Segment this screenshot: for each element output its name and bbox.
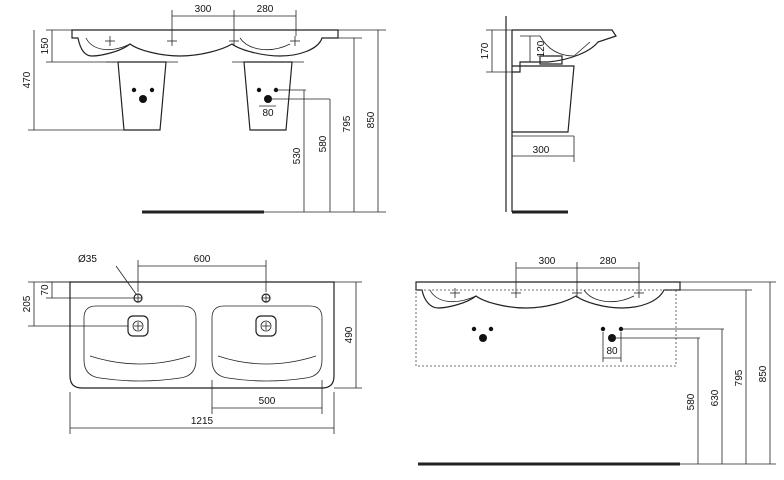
bowl-curve-left [85, 37, 131, 51]
bowl-curve-right [239, 37, 291, 51]
dim-470: 470 [22, 71, 33, 88]
dim-300: 300 [195, 4, 212, 15]
dim2-795: 795 [734, 369, 745, 386]
dim-150: 150 [40, 37, 51, 54]
basin-outline [71, 29, 339, 57]
plan-view: Ø35 600 70 205 490 500 1215 [22, 254, 362, 434]
dim2-80: 80 [606, 346, 618, 357]
front-elevation-bottom: 300 280 80 580 630 795 850 [415, 256, 776, 466]
dim-795: 795 [342, 115, 353, 132]
dim2-850: 850 [758, 365, 769, 382]
tap-markers [105, 36, 300, 46]
dim-diameter: Ø35 [78, 254, 97, 265]
bowl-left [83, 305, 197, 382]
dim-850: 850 [366, 111, 377, 128]
dim-205: 205 [22, 295, 33, 312]
dim-490: 490 [344, 326, 355, 343]
vanity-cabinet [415, 289, 677, 367]
dim-80: 80 [262, 108, 274, 119]
dim-1215: 1215 [191, 416, 214, 427]
dim-280: 280 [257, 4, 274, 15]
dim2-580: 580 [686, 393, 697, 410]
drain-right [255, 315, 277, 337]
bowl-right [211, 305, 323, 382]
dim-500: 500 [259, 396, 276, 407]
side-elevation: 170 120 300 [480, 16, 617, 214]
dim-side-300: 300 [533, 145, 550, 156]
basin-side-profile [512, 29, 617, 73]
dim2-280: 280 [600, 256, 617, 267]
dim2-630: 630 [710, 389, 721, 406]
dim-170: 170 [480, 42, 491, 59]
dim-580: 580 [318, 135, 329, 152]
pedestal-side [512, 65, 575, 133]
front-elevation-top: 300 280 150 470 80 530 580 795 850 [22, 4, 386, 214]
basin-outline-2 [415, 281, 681, 309]
dim-600: 600 [194, 254, 211, 265]
dim2-300: 300 [539, 256, 556, 267]
waste-fitting [539, 55, 563, 65]
dim-530: 530 [292, 147, 303, 164]
dim-70: 70 [40, 284, 51, 296]
dim-120: 120 [536, 40, 547, 57]
